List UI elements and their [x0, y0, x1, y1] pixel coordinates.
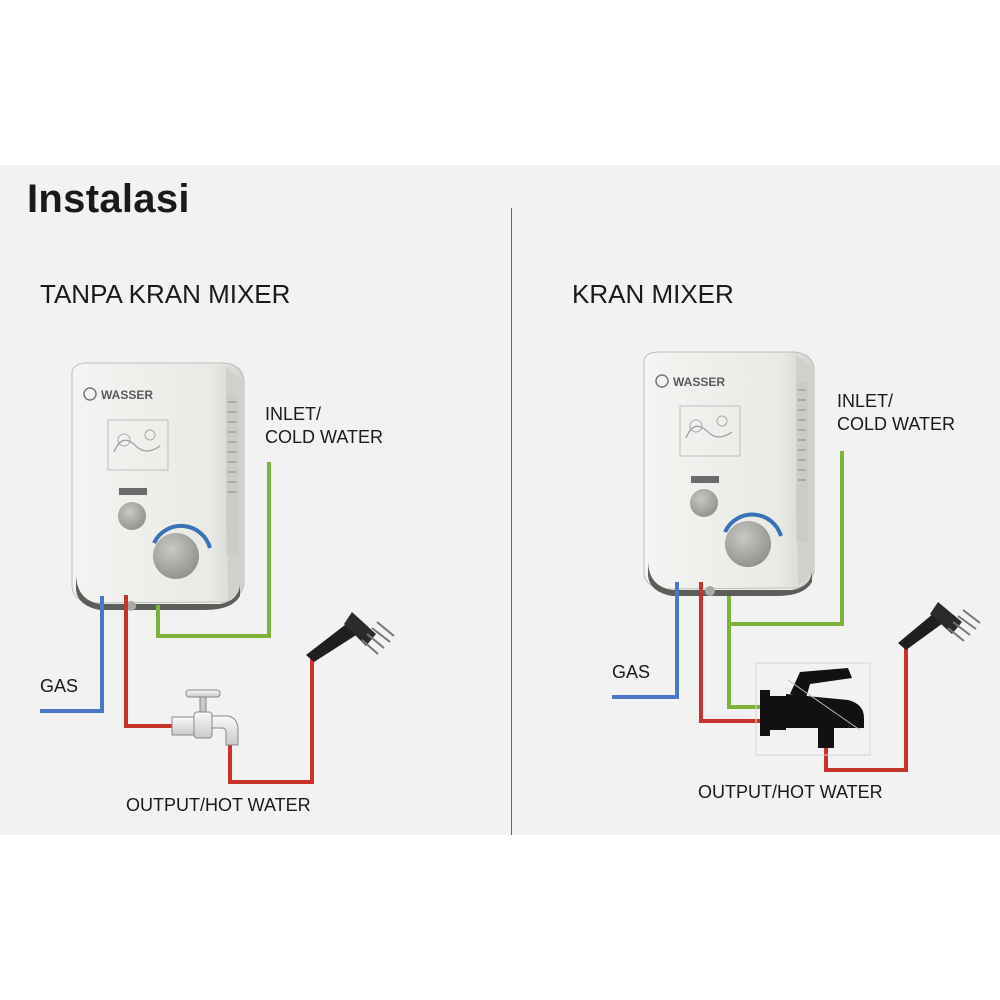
temperature-arc: [152, 523, 212, 549]
right-gas-pipe: [612, 582, 679, 699]
faucet-icon: [171, 689, 239, 746]
heater-brand-label: WASSER: [673, 375, 725, 389]
brand-logo-icon: [655, 374, 669, 388]
temperature-knob-icon: [153, 533, 199, 579]
small-dial-icon: [690, 489, 718, 517]
right-inlet-label-line2: COLD WATER: [837, 414, 956, 434]
right-pipes: [612, 451, 908, 772]
left-output-label: OUTPUT/HOT WATER: [126, 795, 311, 815]
instruction-sticker: [679, 405, 741, 457]
left-hot-pipe-to-shower: [228, 655, 314, 784]
left-hot-pipe-to-tap: [124, 595, 172, 728]
temperature-arc: [723, 512, 783, 537]
left-cold-pipe: [156, 462, 271, 638]
shower-head-icon: [306, 612, 395, 662]
right-output-label: OUTPUT/HOT WATER: [698, 782, 883, 802]
right-hot-pipe-to-mixer: [699, 582, 760, 723]
right-cold-pipe-inlet: [729, 451, 844, 626]
left-inlet-label-line1: INLET/: [265, 404, 322, 424]
right-hot-pipe-to-shower: [824, 645, 908, 772]
left-gas-label: GAS: [40, 676, 79, 696]
page-title: Instalasi: [27, 177, 190, 221]
brand-logo-icon: [83, 387, 97, 401]
right-gas-label: GAS: [612, 662, 651, 682]
left-gas-pipe: [40, 596, 104, 713]
left-inlet-label-line2: COLD WATER: [265, 427, 384, 447]
right-section-title: KRAN MIXER: [572, 279, 734, 309]
left-water-heater: WASSER: [71, 362, 245, 611]
right-cold-pipe-to-mixer: [727, 596, 760, 709]
temperature-knob-icon: [725, 521, 771, 567]
left-section-title: TANPA KRAN MIXER: [40, 279, 291, 309]
mixer-faucet-icon: [755, 662, 871, 756]
small-dial-icon: [118, 502, 146, 530]
shower-head-icon: [898, 602, 981, 650]
left-pipes: [40, 462, 314, 784]
display-window: [119, 488, 147, 495]
panel-divider: [511, 208, 512, 835]
instruction-sticker: [107, 419, 169, 471]
right-inlet-label-line1: INLET/: [837, 391, 894, 411]
heater-brand-label: WASSER: [101, 388, 153, 402]
right-water-heater: WASSER: [643, 351, 815, 596]
display-window: [691, 476, 719, 483]
